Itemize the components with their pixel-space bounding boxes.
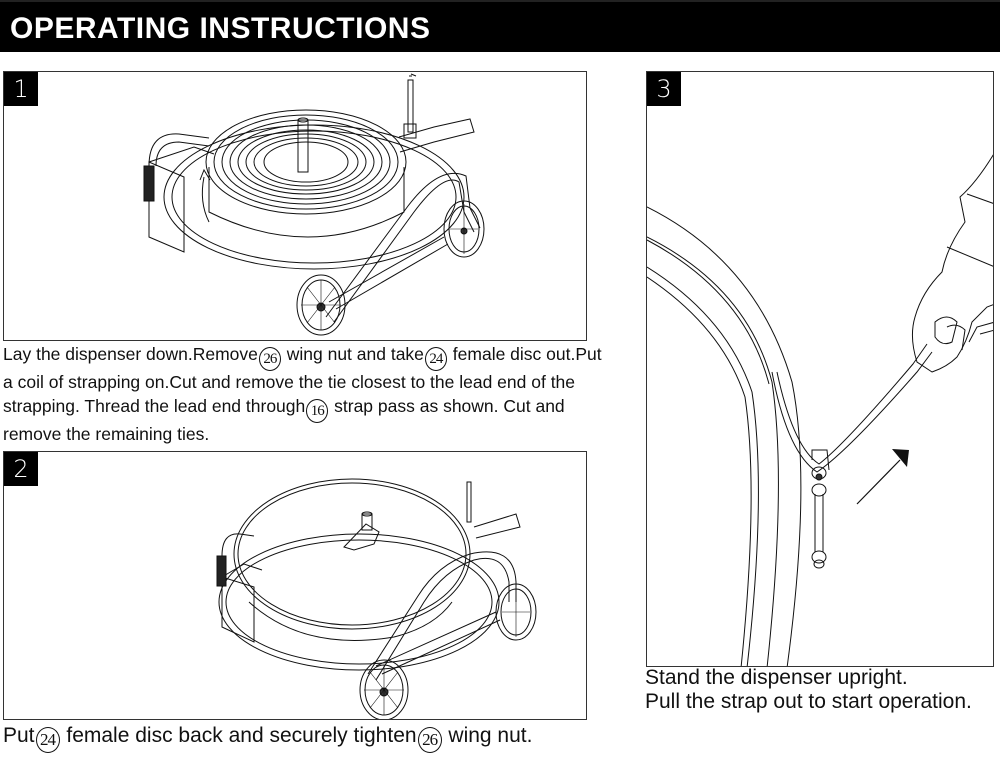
step-2-illustration <box>4 452 587 720</box>
step-1-badge: 1 <box>4 72 38 106</box>
step-3-caption-line-1: Stand the dispenser upright. <box>645 666 908 689</box>
step-1-panel: 1 <box>3 71 587 341</box>
step-1-illustration <box>4 72 587 341</box>
part-number-16: 16 <box>306 398 329 423</box>
page-title: OPERATING INSTRUCTIONS <box>10 12 431 45</box>
part-number-24: 24 <box>424 347 447 371</box>
header-bar: OPERATING INSTRUCTIONS <box>0 0 1000 52</box>
step-3-panel: 3 <box>646 71 994 667</box>
step-3-badge: 3 <box>647 72 681 106</box>
step-2-panel: 2 <box>3 451 587 720</box>
pull-direction-arrow <box>857 449 909 504</box>
step-3-illustration <box>647 72 994 667</box>
part-number-26: 26 <box>417 727 442 753</box>
part-number-24: 24 <box>35 727 60 753</box>
part-number-26: 26 <box>258 347 281 371</box>
step-3-caption: Stand the dispenser upright. Pull the st… <box>645 666 1000 714</box>
step-2-badge: 2 <box>4 452 38 486</box>
step-3-caption-line-2: Pull the strap out to start operation. <box>645 690 972 713</box>
